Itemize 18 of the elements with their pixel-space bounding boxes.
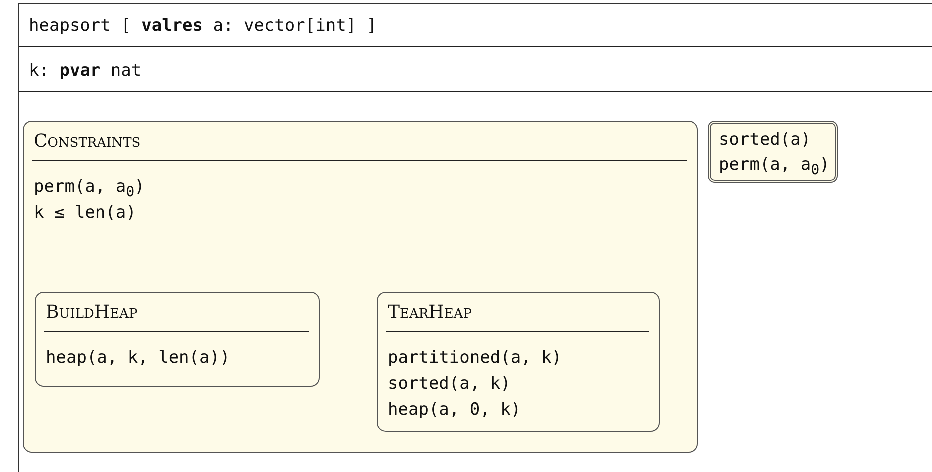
condition-text: heap(a, k, len(a)) [46,347,230,370]
condition-text: perm(a, a$_{0}$) [34,176,145,202]
declaration-text: k: pvar nat [29,60,142,83]
postcondition-box [708,121,838,183]
condition-text: k ≤ len(a) [34,202,136,225]
box-heading: BuildHeap [46,301,138,325]
buildheap-box [35,292,320,387]
box-heading: Constraints [34,130,141,154]
tearheap-box [377,292,660,432]
box-heading: TearHeap [388,301,472,325]
condition-text: perm(a, a$_{0}$) [719,154,830,180]
constraints-box [23,121,698,453]
declaration-text: heapsort [ valres a: vector[int] ] [29,15,378,38]
condition-text: sorted(a) [719,129,812,152]
condition-text: heap(a, 0, k) [388,399,522,422]
invariant-diagram-frame [18,3,932,472]
condition-text: sorted(a, k) [388,373,511,396]
condition-text: partitioned(a, k) [388,347,562,370]
